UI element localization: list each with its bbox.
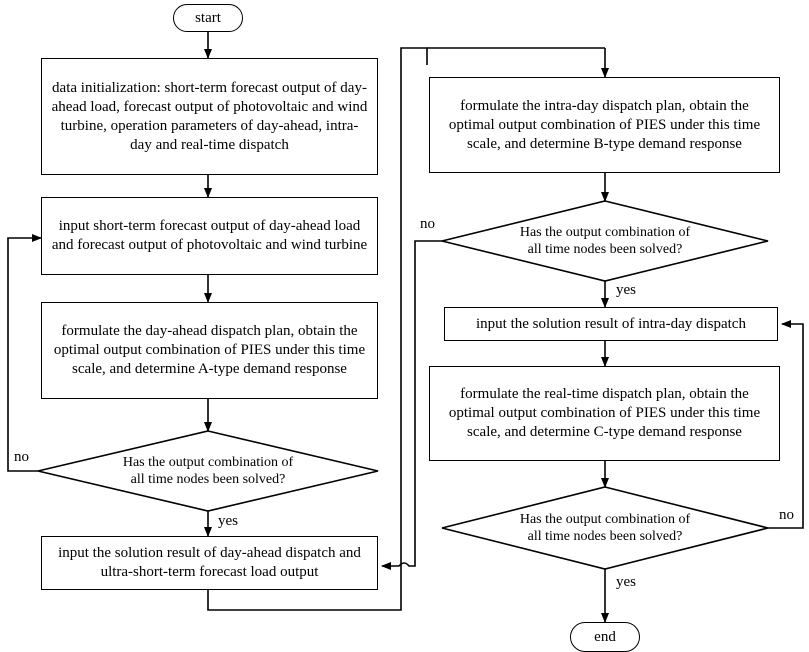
decision-3-yes-label: yes bbox=[616, 574, 636, 590]
intra-day-plan-box: formulate the intra-day dispatch plan, o… bbox=[429, 77, 780, 173]
decision-3-text: Has the output combination of all time n… bbox=[519, 512, 691, 544]
decision-2-no-label: no bbox=[420, 216, 435, 232]
end-terminal: end bbox=[570, 622, 640, 652]
decision-2-text: Has the output combination of all time n… bbox=[519, 225, 691, 257]
decision-1-no-label: no bbox=[14, 449, 29, 465]
decision-3-no-label: no bbox=[779, 507, 794, 523]
decision-1-diamond bbox=[37, 430, 379, 512]
day-ahead-plan-box: formulate the day-ahead dispatch plan, o… bbox=[41, 302, 378, 399]
decision-3-diamond bbox=[441, 486, 769, 570]
intra-day-result-box: input the solution result of intra-day d… bbox=[444, 307, 778, 341]
arrow-decision2-no-loop bbox=[381, 240, 442, 570]
start-terminal: start bbox=[173, 4, 243, 32]
arrow-to-intraday-column bbox=[207, 47, 428, 611]
day-ahead-result-box: input the solution result of day-ahead d… bbox=[41, 536, 378, 590]
decision-1-yes-label: yes bbox=[218, 513, 238, 529]
input-forecast-box: input short-term forecast output of day-… bbox=[41, 197, 378, 275]
decision-2-diamond bbox=[441, 200, 769, 282]
arrow-decision1-no-loop bbox=[7, 234, 42, 472]
decision-1-text: Has the output combination of all time n… bbox=[122, 455, 294, 487]
real-time-plan-box: formulate the real-time dispatch plan, o… bbox=[429, 366, 780, 461]
init-box: data initialization: short-term forecast… bbox=[41, 58, 378, 175]
decision-2-yes-label: yes bbox=[616, 282, 636, 298]
arrow-decision3-no-loop bbox=[768, 320, 804, 529]
